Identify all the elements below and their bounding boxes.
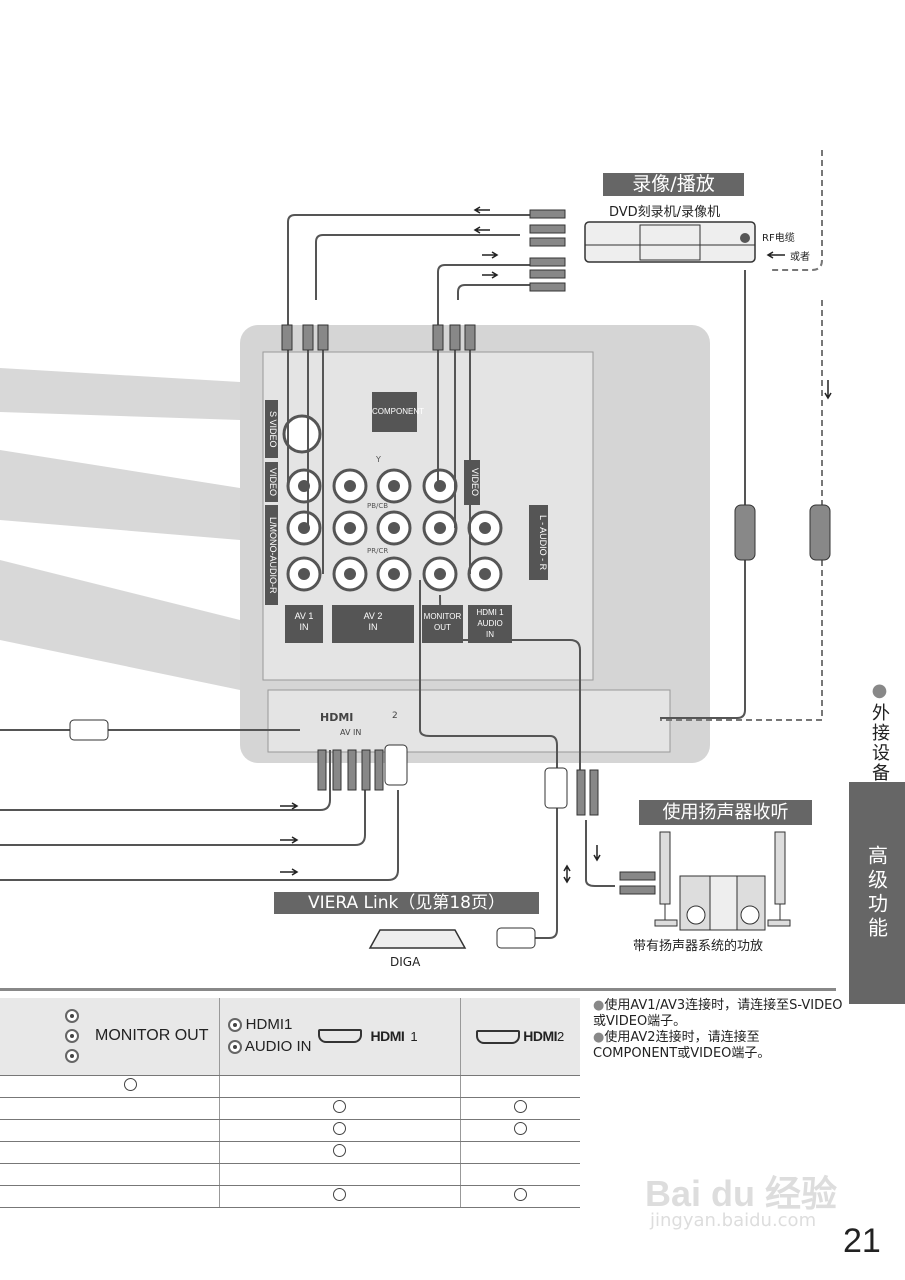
- table-cell: [460, 1119, 580, 1142]
- table-cell: [0, 1185, 220, 1208]
- amplifier-label: 带有扬声器系统的功放: [633, 939, 764, 954]
- jack-icon: [227, 1018, 242, 1033]
- recorder-banner: 录像/播放: [603, 173, 744, 196]
- supported-mark: [333, 1100, 346, 1113]
- supported-mark: [513, 1122, 527, 1135]
- supported-mark: [333, 1188, 346, 1201]
- s-video-label: S VIDEO: [265, 400, 278, 458]
- jack-icon: [227, 1040, 242, 1055]
- table-row: [0, 1185, 580, 1208]
- video2-label: VIDEO: [464, 460, 480, 505]
- hdmi-port-icon: [317, 1029, 362, 1044]
- hdmi1-audio-in-label: HDMI 1 AUDIO IN: [468, 605, 512, 643]
- audio-label: L/MONO-AUDIO-R: [265, 505, 278, 605]
- table-row: [0, 1163, 580, 1186]
- table-cell: [460, 1097, 580, 1120]
- pr-label: PR/CR: [367, 547, 389, 555]
- chapter-tab: 高级功能: [849, 782, 905, 1004]
- rf-cable-label: RF电缆: [762, 233, 795, 244]
- l-audio-r-label: L - AUDIO - R: [529, 505, 548, 580]
- hdmi-port-icon: [476, 1030, 521, 1045]
- table-cell: [219, 1097, 461, 1120]
- table-cell: [0, 1141, 220, 1164]
- table-cell: [460, 1141, 580, 1164]
- table-row: [0, 1119, 580, 1142]
- component-label: COMPONENT: [372, 392, 424, 432]
- diga-device: [368, 929, 467, 949]
- jack-icon: [65, 1029, 80, 1044]
- table-cell: [219, 1185, 461, 1208]
- table-cell: [219, 1119, 461, 1142]
- header-monitor-out: MONITOR OUT: [0, 998, 220, 1076]
- fan-shape: [0, 450, 240, 540]
- cables: [0, 214, 746, 939]
- jack-icon: [65, 1009, 80, 1024]
- supported-mark: [123, 1078, 137, 1091]
- table-cell: [0, 1097, 220, 1120]
- video-label: VIDEO: [265, 462, 278, 502]
- watermark-url: jingyan.baidu.com: [650, 1210, 817, 1231]
- viera-link-banner: VIERA Link（见第18页）: [274, 892, 539, 914]
- plugs: [69, 209, 831, 949]
- fan-shape: [0, 368, 240, 420]
- av1-in-label: AV 1 IN: [285, 605, 323, 643]
- fan-shape: [0, 560, 240, 690]
- table-cell: [219, 1141, 461, 1164]
- table-cell: [219, 1163, 461, 1186]
- table-cell: [0, 1163, 220, 1186]
- table-cell: [460, 1075, 580, 1098]
- recorder-device-label: DVD刻录机/录像机: [609, 205, 721, 220]
- header-hdmi2: HDMI2: [460, 998, 580, 1076]
- table-cell: [460, 1163, 580, 1186]
- direction-arrows: [280, 206, 832, 884]
- hdmi-port-number: 2: [392, 711, 398, 721]
- divider: [0, 988, 836, 991]
- table-row: [0, 1141, 580, 1164]
- hdmi-logo-panel: HDMI: [320, 711, 354, 724]
- av2-in-label: AV 2 IN: [332, 605, 414, 643]
- or-label: 或者: [790, 252, 810, 263]
- table-row: [0, 1097, 580, 1120]
- watermark-logo: Bai du 经验: [645, 1173, 838, 1214]
- page-number: 21: [843, 1222, 881, 1260]
- amplifier-speakers: [654, 831, 791, 931]
- jack-icon: [65, 1049, 80, 1064]
- av-in-label: AV IN: [340, 728, 362, 737]
- pb-label: PB/CB: [367, 502, 389, 510]
- table-cell: [0, 1075, 220, 1098]
- supported-mark: [333, 1144, 346, 1157]
- dvd-recorder: [584, 221, 756, 263]
- table-cell: [219, 1075, 461, 1098]
- y-label: Y: [376, 455, 381, 464]
- table-cell: [460, 1185, 580, 1208]
- note: ●使用AV2连接时，请连接至COMPONENT或VIDEO端子。: [593, 1030, 771, 1061]
- table-cell: [0, 1119, 220, 1142]
- monitor-out-label: MONITOR OUT: [422, 605, 463, 643]
- table-row: [0, 1075, 580, 1098]
- supported-mark: [513, 1188, 527, 1201]
- antenna-cable: [660, 150, 823, 721]
- supported-mark: [333, 1122, 346, 1135]
- diga-label: DIGA: [390, 955, 421, 969]
- section-label: ●外接设备: [869, 680, 890, 783]
- notes: ●使用AV1/AV3连接时，请连接至S-VIDEO或VIDEO端子。 ●使用AV…: [593, 998, 843, 1062]
- supported-mark: [513, 1100, 527, 1113]
- speaker-banner: 使用扬声器收听: [639, 800, 812, 825]
- note: ●使用AV1/AV3连接时，请连接至S-VIDEO或VIDEO端子。: [593, 998, 843, 1029]
